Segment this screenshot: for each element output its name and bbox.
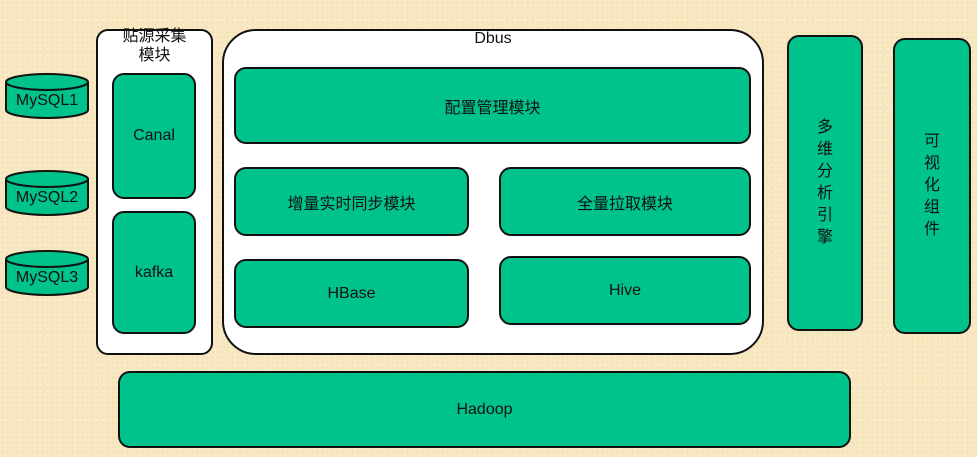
mysql3-label: MySQL3 xyxy=(15,269,79,286)
engine-char: 引 xyxy=(816,207,833,224)
config-module: 配置管理模块 xyxy=(234,67,751,144)
kafka-label: kafka xyxy=(134,263,174,281)
engine-char: 维 xyxy=(816,141,833,158)
collector-title: 贴源采集 模块 xyxy=(96,27,213,65)
analysis-engine-module: 多 维 分 析 引 擎 xyxy=(787,35,863,331)
canal-module: Canal xyxy=(112,73,196,199)
mysql1-label: MySQL1 xyxy=(15,92,79,109)
hbase-label: HBase xyxy=(327,284,376,302)
incremental-sync-label: 增量实时同步模块 xyxy=(287,195,416,213)
hive-module: Hive xyxy=(499,256,751,325)
collector-title-line2: 模块 xyxy=(138,47,171,64)
engine-char: 分 xyxy=(816,163,833,180)
mysql3-database-icon: MySQL3 xyxy=(5,250,89,296)
incremental-sync-module: 增量实时同步模块 xyxy=(234,167,469,236)
engine-char: 多 xyxy=(816,119,833,136)
hbase-module: HBase xyxy=(234,259,469,328)
hadoop-label: Hadoop xyxy=(456,400,513,418)
mysql2-label: MySQL2 xyxy=(15,189,79,206)
visualization-module: 可 视 化 组 件 xyxy=(893,38,971,334)
full-pull-module: 全量拉取模块 xyxy=(499,167,751,236)
mysql2-database-icon: MySQL2 xyxy=(5,170,89,216)
config-module-label: 配置管理模块 xyxy=(444,99,541,117)
canal-label: Canal xyxy=(133,127,175,144)
dbus-title: Dbus xyxy=(474,30,512,47)
visual-char: 视 xyxy=(923,155,940,172)
mysql1-database-icon: MySQL1 xyxy=(5,73,89,119)
engine-char: 析 xyxy=(816,185,833,202)
visual-char: 件 xyxy=(923,221,940,238)
full-pull-label: 全量拉取模块 xyxy=(576,195,673,213)
kafka-module: kafka xyxy=(112,211,196,334)
engine-char: 擎 xyxy=(816,229,833,246)
visual-char: 化 xyxy=(923,177,940,194)
hadoop-module: Hadoop xyxy=(118,371,851,448)
visual-char: 组 xyxy=(923,199,940,216)
collector-title-line1: 贴源采集 xyxy=(122,28,187,45)
hive-label: Hive xyxy=(608,281,641,299)
visual-char: 可 xyxy=(923,133,940,150)
